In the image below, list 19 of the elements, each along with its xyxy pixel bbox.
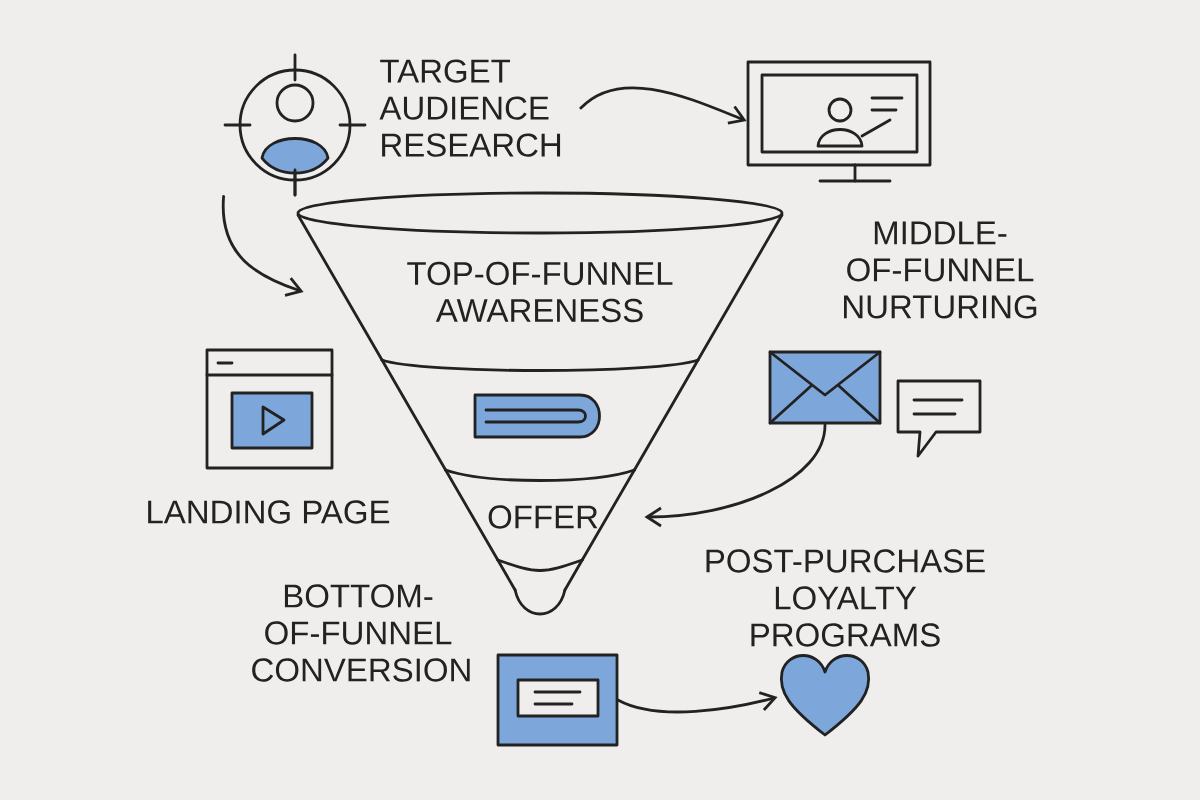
monitor-icon xyxy=(746,60,932,183)
funnel-band: OFFER xyxy=(444,468,636,572)
arrow xyxy=(579,86,747,125)
heart-icon xyxy=(779,654,871,737)
stage-label: POST-PURCHASE LOYALTY PROGRAMS xyxy=(706,549,985,647)
funnel-band: TOP-OF-FUNNEL AWARENESS xyxy=(296,191,784,372)
node-label: TOP-OF-FUNNEL AWARENESS xyxy=(407,261,673,323)
stage-label: BOTTOM-OF-FUNNEL CONVERSION xyxy=(252,584,470,682)
funnel-band xyxy=(380,358,700,482)
target-icon xyxy=(223,53,367,197)
card-icon xyxy=(496,653,619,747)
stage-label: MIDDLE-OF-FUNNEL NURTURING xyxy=(844,221,1037,319)
funnel-band xyxy=(496,558,584,616)
stage-label: TARGET AUDIENCE RESEARCH xyxy=(379,59,561,157)
envelope-icon xyxy=(768,350,882,425)
arrow xyxy=(616,691,778,714)
arrow xyxy=(221,195,304,297)
arrow xyxy=(644,423,827,528)
stage-label: LANDING PAGE xyxy=(148,500,390,524)
